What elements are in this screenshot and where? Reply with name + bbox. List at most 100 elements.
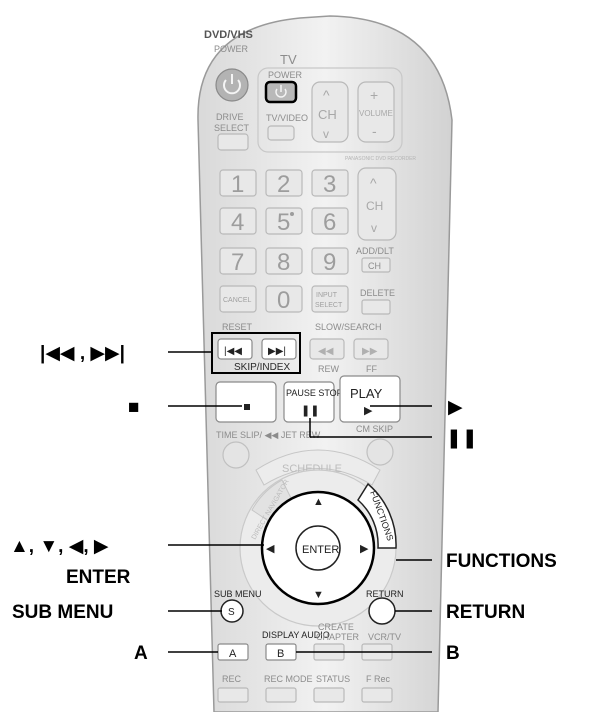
key-5-label: 5	[277, 209, 290, 236]
tv-ch-up-icon: ^	[323, 87, 330, 103]
key-7[interactable]	[219, 247, 257, 275]
b-btn-label: B	[277, 648, 284, 660]
rew-label: REW	[318, 364, 340, 374]
schedule-arc[interactable]	[255, 449, 381, 486]
drive-select-label: DRIVE	[216, 112, 244, 122]
f-rec-button[interactable]	[361, 687, 393, 703]
add-dlt-button[interactable]	[361, 257, 391, 273]
time-slip-button[interactable]	[222, 441, 250, 469]
ff-icon: ▶▶	[362, 346, 378, 357]
reset-label: RESET	[222, 322, 253, 332]
drive-select-button[interactable]	[217, 133, 249, 151]
numeric-keypad: 1 2 3 4 5 6 7 8 9 CANCEL 0 INPUT SELECT	[219, 169, 349, 314]
rec-label: REC	[222, 674, 242, 684]
vcr-tv-label: VCR/TV	[368, 632, 401, 642]
ch-up-icon: ^	[370, 175, 377, 191]
display-audio-label: DISPLAY AUDIO	[262, 630, 330, 640]
ch-rocker[interactable]	[357, 167, 397, 241]
key-input-select[interactable]	[311, 285, 349, 313]
cm-skip-button[interactable]	[366, 438, 394, 466]
create-chapter-label-2: CHAPTER	[316, 632, 360, 642]
power-label: POWER	[214, 44, 249, 54]
key-3[interactable]	[311, 169, 349, 197]
key-4[interactable]	[219, 207, 257, 235]
key-9-label: 9	[323, 249, 336, 276]
tv-volume-label: VOLUME	[359, 109, 393, 118]
tv-volume-up-icon: +	[370, 87, 378, 103]
small-print: PANASONIC DVD RECORDER	[345, 156, 416, 162]
key-9[interactable]	[311, 247, 349, 275]
stop-button[interactable]	[215, 381, 277, 423]
add-dlt-label: ADD/DLT	[356, 246, 394, 256]
key-3-label: 3	[323, 171, 336, 198]
power-button[interactable]	[215, 68, 249, 102]
skip-highlight-frame	[211, 332, 301, 374]
tv-ch-rocker[interactable]	[311, 81, 349, 143]
pause-stop-label: PAUSE STOP	[286, 388, 343, 398]
key-cancel[interactable]	[219, 285, 257, 313]
key-1[interactable]	[219, 169, 257, 197]
callout-functions: FUNCTIONS	[446, 551, 557, 572]
arrow-right-icon: ▶	[360, 543, 369, 555]
callout-pause: ❚❚	[446, 428, 478, 449]
skip-forward-icon: ▶▶|	[268, 346, 286, 357]
key-0[interactable]	[265, 285, 303, 313]
callout-b: B	[446, 643, 460, 664]
ch-label: CH	[366, 199, 383, 213]
rew-button[interactable]	[309, 338, 345, 360]
rec-mode-button[interactable]	[265, 687, 297, 703]
ch-down-icon: v	[371, 221, 377, 235]
skip-index-label: SKIP/INDEX	[234, 362, 290, 373]
drive-select-label-2: SELECT	[214, 123, 250, 133]
tv-video-button[interactable]	[267, 125, 295, 141]
arrow-up-icon: ▲	[313, 496, 324, 508]
tv-ch-down-icon: v	[323, 127, 329, 141]
status-button[interactable]	[313, 687, 345, 703]
tv-volume-rocker[interactable]	[357, 81, 395, 143]
return-button[interactable]	[368, 597, 396, 625]
key-2[interactable]	[265, 169, 303, 197]
a-btn-label: A	[229, 648, 237, 660]
rec-button[interactable]	[217, 687, 249, 703]
delete-button[interactable]	[361, 299, 391, 315]
skip-forward-button[interactable]	[261, 338, 297, 360]
tv-section-frame	[257, 67, 403, 153]
callout-arrows: ▲, ▼, ◀, ▶	[10, 536, 109, 557]
stop-icon	[244, 404, 250, 410]
key-6[interactable]	[311, 207, 349, 235]
enter-btn-label: ENTER	[302, 544, 339, 556]
callout-skip: |◀◀ , ▶▶|	[40, 343, 125, 364]
callout-sub-menu: SUB MENU	[12, 602, 113, 623]
rew-icon: ◀◀	[318, 346, 334, 357]
time-slip-label: TIME SLIP/ ◀◀ JET REW	[216, 430, 321, 440]
slow-search-label: SLOW/SEARCH	[315, 322, 382, 332]
arrow-left-icon: ◀	[266, 543, 275, 555]
key-6-label: 6	[323, 209, 336, 236]
key-1-label: 1	[231, 171, 244, 198]
tv-power-label: POWER	[268, 70, 303, 80]
callout-a: A	[134, 643, 148, 664]
create-chapter-label: CREATE	[318, 622, 354, 632]
key-8[interactable]	[265, 247, 303, 275]
key-2-label: 2	[277, 171, 290, 198]
ff-button[interactable]	[353, 338, 389, 360]
enter-button[interactable]	[295, 525, 341, 571]
return-label: RETURN	[366, 589, 404, 599]
pause-button[interactable]	[283, 381, 335, 423]
skip-back-button[interactable]	[217, 338, 253, 360]
key-7-label: 7	[231, 249, 244, 276]
delete-label: DELETE	[360, 288, 395, 298]
skip-back-icon: |◀◀	[224, 346, 242, 357]
tv-label: TV	[280, 52, 297, 67]
callout-return: RETURN	[446, 602, 525, 623]
sub-menu-label: SUB MENU	[214, 589, 262, 599]
status-label: STATUS	[316, 674, 350, 684]
functions-button[interactable]	[357, 482, 397, 549]
play-button[interactable]	[339, 375, 401, 423]
callout-play: ▶	[448, 397, 463, 418]
key-4-label: 4	[231, 209, 244, 236]
input-select-label-2: SELECT	[315, 302, 343, 309]
key-5-dot	[290, 212, 294, 216]
play-label: PLAY	[350, 386, 383, 401]
